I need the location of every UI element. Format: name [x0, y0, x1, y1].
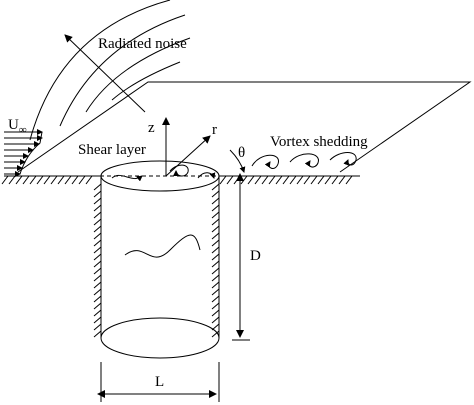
- hatch-mark: [64, 175, 72, 185]
- radiated-noise-label: Radiated noise: [98, 36, 187, 52]
- hatch-mark: [282, 175, 290, 185]
- hatch-mark: [93, 274, 102, 282]
- shear-layer-swirls: [111, 164, 216, 182]
- z-axis-label: z: [148, 120, 155, 136]
- hatch-mark: [93, 211, 102, 219]
- hatch-mark: [211, 309, 220, 317]
- hatch-mark: [93, 204, 102, 212]
- shear-layer-label: Shear layer: [78, 142, 146, 158]
- hatch-mark: [211, 204, 220, 212]
- hatch-mark: [331, 175, 339, 185]
- hatch-mark: [338, 175, 346, 185]
- hatch-mark: [85, 175, 93, 185]
- hatch-mark: [29, 175, 37, 185]
- hatch-mark: [296, 175, 304, 185]
- hatch-mark: [211, 281, 220, 289]
- hatch-mark: [211, 197, 220, 205]
- hatch-mark: [289, 175, 297, 185]
- hatch-mark: [8, 175, 16, 185]
- diameter-label: L: [155, 374, 164, 390]
- hatch-mark: [211, 260, 220, 268]
- cylindrical-cavity: [93, 160, 220, 359]
- hatch-mark: [310, 175, 318, 185]
- hatch-mark: [22, 175, 30, 185]
- hatch-mark: [261, 175, 269, 185]
- hatch-mark: [15, 175, 23, 185]
- hatch-mark: [93, 316, 102, 324]
- hatch-mark: [233, 175, 241, 185]
- hatch-mark: [240, 175, 248, 185]
- free-stream-velocity-label: U∞: [8, 117, 27, 136]
- hatch-mark: [93, 197, 102, 205]
- radiated-noise-arrow: [64, 34, 146, 113]
- hatch-mark: [226, 175, 234, 185]
- hatch-mark: [93, 267, 102, 275]
- depth-dimension: [232, 173, 250, 341]
- hatch-mark: [345, 175, 353, 185]
- hatch-mark: [211, 211, 220, 219]
- vortex-shedding-label: Vortex shedding: [270, 134, 368, 150]
- hatch-mark: [211, 295, 220, 303]
- hatch-mark: [93, 190, 102, 198]
- hatch-mark: [211, 183, 220, 191]
- hatch-mark: [93, 218, 102, 226]
- hatch-mark: [36, 175, 44, 185]
- hatch-mark: [247, 175, 255, 185]
- hatch-mark: [211, 190, 220, 198]
- hatch-mark: [93, 183, 102, 191]
- hatch-mark: [324, 175, 332, 185]
- hatch-mark: [211, 274, 220, 282]
- hatch-mark: [71, 175, 79, 185]
- depth-label: D: [250, 248, 261, 264]
- hatch-mark: [93, 232, 102, 240]
- hatch-mark: [211, 330, 220, 338]
- hatch-mark: [1, 175, 9, 185]
- hatch-mark: [211, 218, 220, 226]
- hatch-mark: [93, 309, 102, 317]
- diameter-dimension: [97, 362, 220, 402]
- hatch-mark: [93, 246, 102, 254]
- hatch-mark: [93, 281, 102, 289]
- hatch-mark: [211, 316, 220, 324]
- hatch-mark: [211, 225, 220, 233]
- plate-outline: [17, 81, 472, 173]
- hatch-mark: [303, 175, 311, 185]
- hatch-mark: [93, 260, 102, 268]
- vortex-shedding-wake: [251, 152, 357, 169]
- hatch-mark: [93, 239, 102, 247]
- hatch-mark: [211, 253, 220, 261]
- hatch-mark: [211, 246, 220, 254]
- hatch-mark: [211, 232, 220, 240]
- hatch-mark: [211, 288, 220, 296]
- hatch-mark: [43, 175, 51, 185]
- hatch-mark: [93, 302, 102, 310]
- hatch-mark: [268, 175, 276, 185]
- hatch-mark: [93, 295, 102, 303]
- hatch-mark: [93, 253, 102, 261]
- hatch-mark: [211, 239, 220, 247]
- hatch-mark: [254, 175, 262, 185]
- hatch-mark: [211, 323, 220, 331]
- hatch-mark: [211, 267, 220, 275]
- hatch-mark: [211, 302, 220, 310]
- hatch-mark: [50, 175, 58, 185]
- hatch-mark: [93, 323, 102, 331]
- hatch-mark: [275, 175, 283, 185]
- wall-ground: [1, 175, 360, 185]
- hatch-mark: [317, 175, 325, 185]
- hatch-mark: [219, 175, 227, 185]
- hatch-mark: [93, 225, 102, 233]
- hatch-mark: [93, 330, 102, 338]
- coordinate-system: [162, 117, 246, 177]
- velocity-profile: [4, 129, 43, 177]
- r-axis-label: r: [212, 122, 217, 138]
- hatch-mark: [78, 175, 86, 185]
- hatch-mark: [93, 288, 102, 296]
- theta-angle-label: θ: [238, 145, 245, 161]
- hatch-mark: [57, 175, 65, 185]
